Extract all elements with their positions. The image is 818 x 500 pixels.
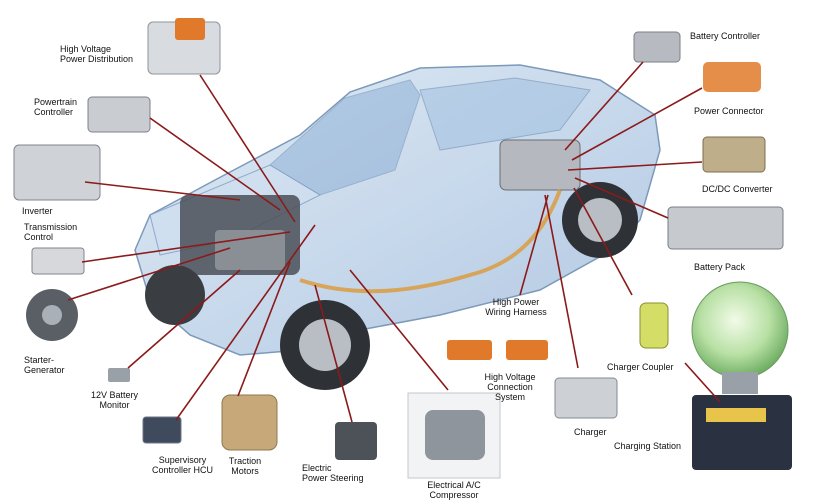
transmission-control-image: [31, 247, 85, 275]
label-charging-station: Charging Station: [614, 441, 682, 451]
power-connector-image: [703, 62, 761, 92]
leader-hv-power-distribution: [199, 74, 296, 223]
rear-battery-unit: [499, 139, 581, 191]
leader-power-steering: [314, 284, 353, 423]
leader-transmission-control: [81, 231, 291, 263]
light-bulb-image: [691, 281, 789, 379]
label-high-voltage-connection-system: High Voltage Connection System: [484, 372, 536, 402]
label-powertrain-controller: Powertrain Controller: [34, 97, 78, 117]
powertrain-controller-image: [87, 96, 151, 133]
label-high-voltage-power-distribution: High Voltage Power Distribution: [60, 44, 134, 64]
label-supervisory-controller-hcu: Supervisory Controller HCU: [151, 455, 213, 475]
label-dc-dc-converter: DC/DC Converter: [702, 184, 773, 194]
leader-battery-pack: [574, 177, 669, 219]
label-electric-power-steering: Electric Power Steering: [302, 463, 364, 483]
ac-compressor-image: [425, 410, 485, 460]
charger-coupler-image: [639, 302, 669, 349]
charging-station-image: [692, 395, 792, 470]
leader-charger-coupler: [573, 187, 633, 296]
battery-pack-image: [667, 206, 784, 250]
power-steering-image: [335, 422, 377, 460]
supervisory-controller-image: [142, 416, 182, 444]
starter-generator-hub: [42, 305, 62, 325]
car-body: [134, 64, 661, 356]
leader-ac-compressor: [349, 269, 449, 391]
label-starter-generator: Starter- Generator: [24, 355, 65, 375]
leader-battery-controller: [564, 61, 644, 151]
label-charger: Charger: [574, 427, 607, 437]
wiring-harness: [299, 189, 562, 294]
label-transmission-control: Transmission Control: [24, 222, 78, 242]
dc-dc-converter-image: [702, 136, 766, 173]
hv-pd-orange-block: [175, 18, 205, 40]
leader-hv-connection: [519, 194, 549, 296]
label-electrical-ac-compressor: Electrical A/C Compressor: [427, 480, 481, 500]
label-12v-battery-monitor: 12V Battery Monitor: [90, 390, 139, 410]
front-rim: [299, 319, 351, 371]
hv-connector-left: [447, 340, 492, 360]
leader-charging-station: [684, 362, 721, 403]
traction-motors-image: [221, 394, 278, 451]
leader-lines: [67, 61, 721, 423]
label-high-power-wiring-harness: High Power Wiring Harness: [485, 297, 547, 317]
leader-traction-motors: [237, 261, 291, 397]
leader-starter-generator: [67, 247, 231, 301]
label-power-connector: Power Connector: [694, 106, 764, 116]
inverter-image: [13, 144, 101, 201]
leader-powertrain-controller: [149, 117, 281, 211]
battery-controller-image: [633, 31, 681, 63]
car-illustration: [134, 64, 661, 390]
label-charger-coupler: Charger Coupler: [607, 362, 674, 372]
leader-inverter: [84, 181, 241, 201]
front-left-wheel: [145, 265, 205, 325]
leader-battery-monitor: [127, 269, 241, 369]
car-side-window: [419, 77, 591, 151]
label-inverter: Inverter: [22, 206, 53, 216]
leader-charger: [544, 194, 579, 369]
leader-power-connector: [571, 87, 703, 161]
label-battery-pack: Battery Pack: [694, 262, 746, 272]
component-thumbnails: [13, 18, 792, 479]
rear-rim: [578, 198, 622, 242]
label-battery-controller: Battery Controller: [690, 31, 761, 41]
label-traction-motors: Traction Motors: [228, 456, 262, 476]
battery-monitor-image: [108, 368, 130, 382]
hv-connector-right: [506, 340, 548, 360]
leader-dc-dc-converter: [567, 161, 703, 171]
leader-supervisory-controller: [175, 224, 316, 421]
bulb-base: [722, 372, 758, 394]
charging-station-display: [706, 408, 766, 422]
charger-image: [554, 377, 618, 419]
